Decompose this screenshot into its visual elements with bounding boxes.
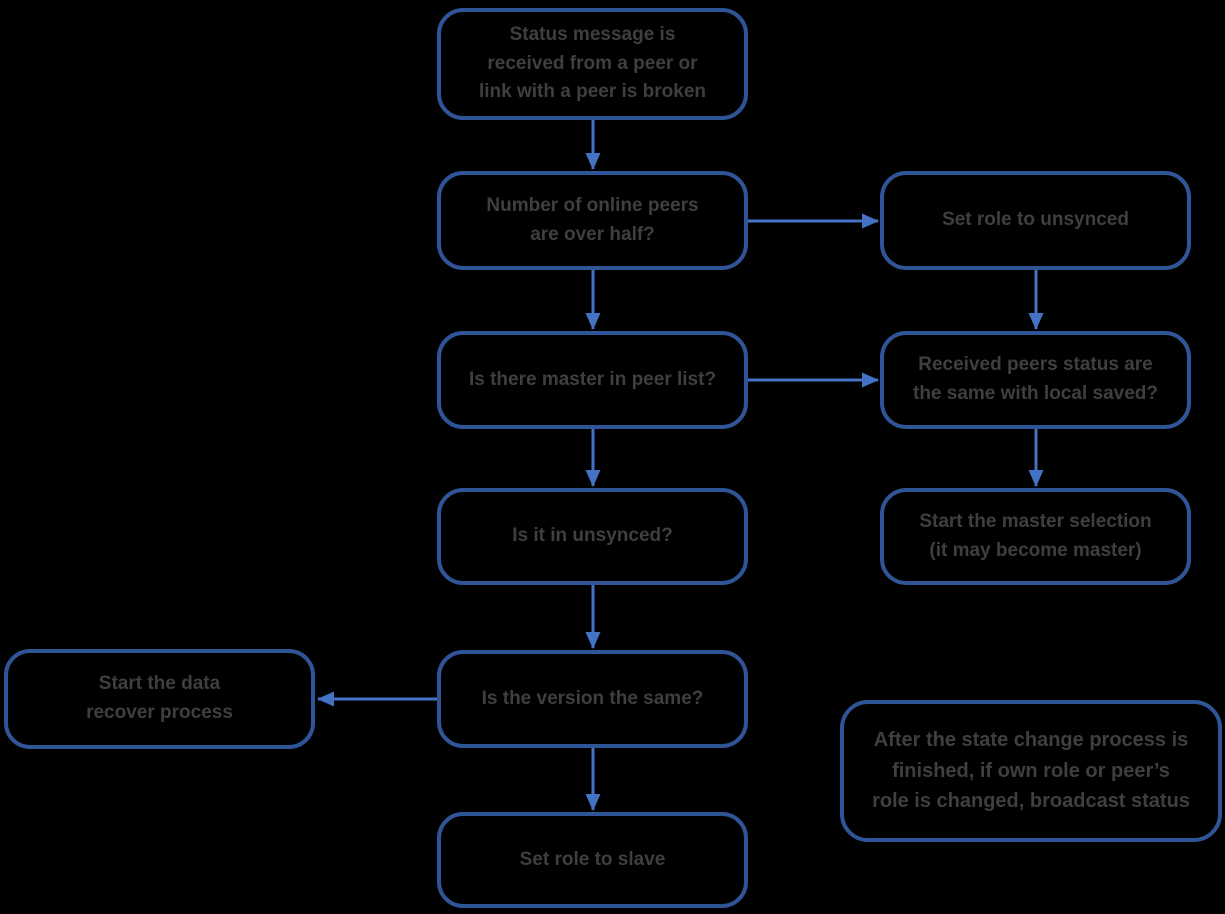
node-peers-over-half: Number of online peers are over half? [437,171,748,270]
node-status-received: Status message is received from a peer o… [437,8,748,120]
node-start-master-selection: Start the master selection (it may becom… [880,488,1191,585]
node-set-role-slave: Set role to slave [437,812,748,908]
node-is-version-same: Is the version the same? [437,650,748,748]
node-is-in-unsynced-label: Is it in unsynced? [512,525,673,547]
node-is-version-same-label: Is the version the same? [481,687,704,709]
node-set-role-unsynced-label: Set role to unsynced [942,209,1129,231]
node-status-received-label: Status message is received from a peer o… [478,23,706,103]
node-peers-over-half-label: Number of online peers are over half? [486,194,699,245]
node-start-data-recover-label: Start the data recover process [86,673,233,723]
node-master-in-peer-list-label: Is there master in peer list? [468,368,717,390]
node-received-status-same-label: Received peers status are the same with … [913,354,1158,404]
node-broadcast-status-note: After the state change process is finish… [840,700,1222,842]
node-is-in-unsynced: Is it in unsynced? [437,488,748,585]
node-master-in-peer-list: Is there master in peer list? [437,331,748,429]
node-set-role-slave-label: Set role to slave [519,848,666,870]
node-start-data-recover: Start the data recover process [4,649,315,749]
node-received-status-same: Received peers status are the same with … [880,331,1191,429]
node-set-role-unsynced: Set role to unsynced [880,171,1191,270]
node-start-master-selection-label: Start the master selection (it may becom… [919,510,1152,561]
node-broadcast-status-note-label: After the state change process is finish… [872,729,1190,813]
